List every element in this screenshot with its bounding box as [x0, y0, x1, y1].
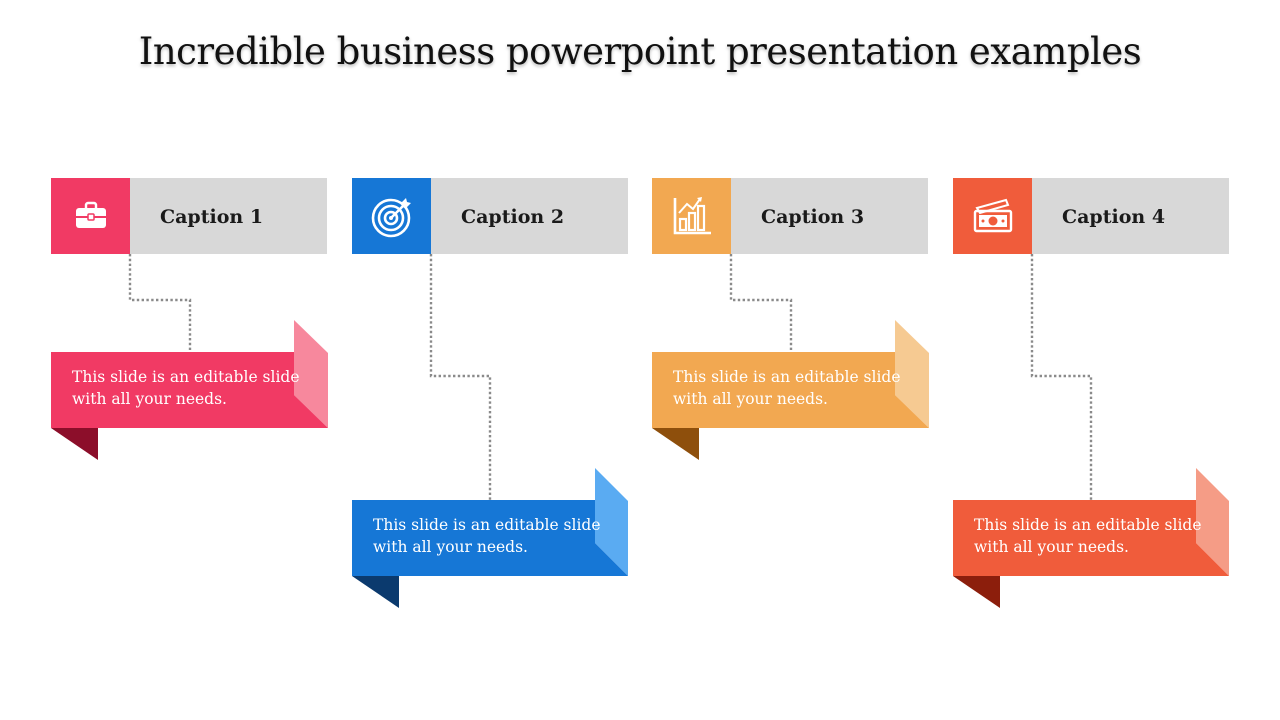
icon-box-2 [352, 178, 431, 254]
bar-chart-icon [673, 197, 711, 235]
step-item-4: Caption 4 This slide is an editable slid… [953, 0, 1233, 720]
step-item-1: Caption 1 This slide is an editable slid… [51, 0, 331, 720]
slide-title: Incredible business powerpoint presentat… [138, 30, 1142, 73]
ribbon-4: This slide is an editable slide with all… [953, 468, 1233, 618]
connector-1 [128, 254, 192, 352]
caption-label-2: Caption 2 [461, 206, 565, 228]
icon-box-1 [51, 178, 130, 254]
icon-box-4 [953, 178, 1032, 254]
step-item-3: Caption 3 This slide is an editable slid… [652, 0, 932, 720]
caption-header-4: Caption 4 [953, 178, 1229, 254]
ribbon-3: This slide is an editable slide with all… [652, 320, 932, 470]
ribbon-text-4: This slide is an editable slide with all… [974, 516, 1202, 556]
money-icon [973, 198, 1012, 233]
caption-header-3: Caption 3 [652, 178, 928, 254]
caption-label-1: Caption 1 [160, 206, 264, 228]
caption-label-3: Caption 3 [761, 206, 865, 228]
step-item-2: Caption 2 This slide is an editable slid… [352, 0, 632, 720]
caption-label-4: Caption 4 [1062, 206, 1166, 228]
ribbon-1: This slide is an editable slide with all… [51, 320, 331, 470]
icon-box-3 [652, 178, 731, 254]
caption-header-1: Caption 1 [51, 178, 327, 254]
briefcase-icon [75, 201, 106, 228]
ribbon-text-2: This slide is an editable slide with all… [373, 516, 601, 556]
ribbon-text-1: This slide is an editable slide with all… [72, 368, 300, 408]
ribbon-text-3: This slide is an editable slide with all… [673, 368, 901, 408]
target-icon [371, 198, 411, 238]
connector-3 [729, 254, 793, 352]
caption-header-2: Caption 2 [352, 178, 628, 254]
ribbon-2: This slide is an editable slide with all… [352, 468, 632, 618]
